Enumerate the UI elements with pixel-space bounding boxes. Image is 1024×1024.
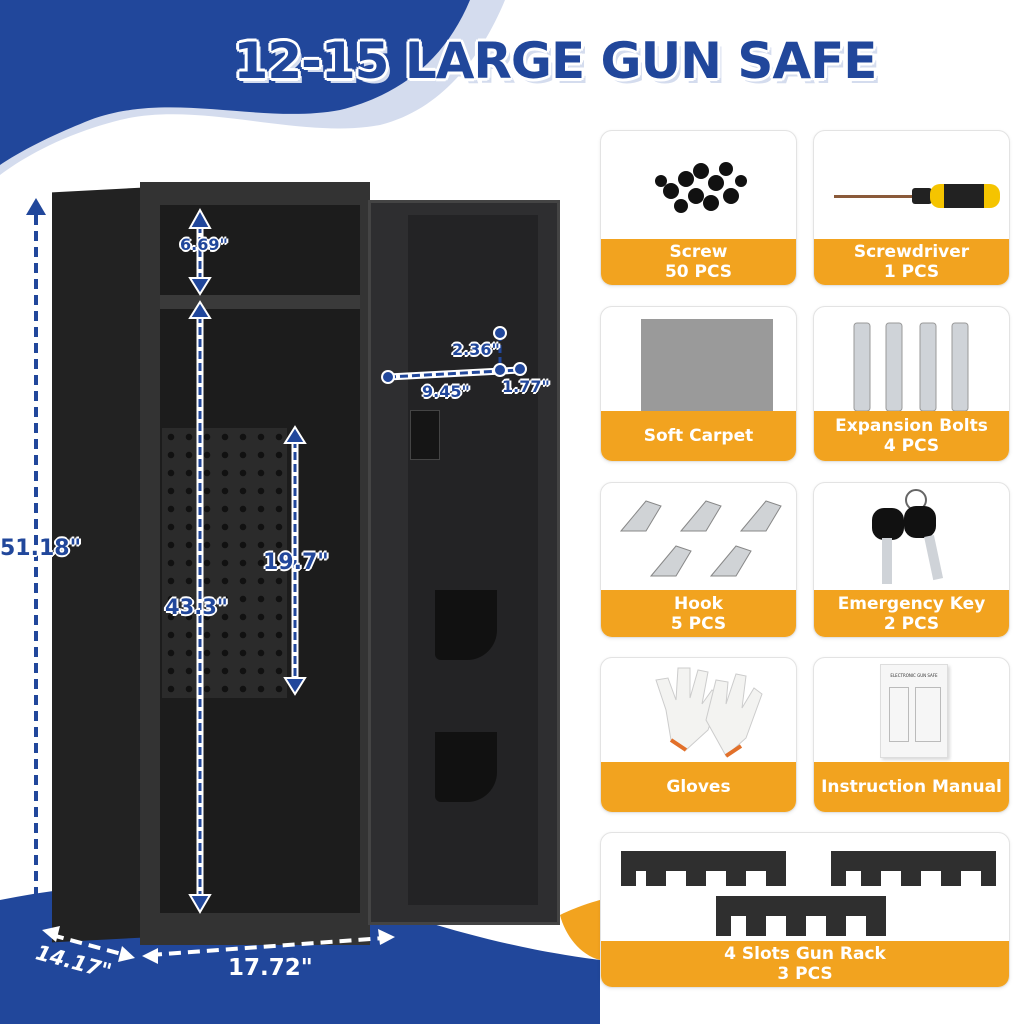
gloves-icon bbox=[655, 667, 763, 758]
accessory-card-gloves: Gloves bbox=[600, 657, 797, 813]
bolt-icon bbox=[853, 322, 969, 412]
dimension-pocket-height: 2.36" bbox=[452, 340, 500, 359]
gun-rack-icon bbox=[621, 851, 996, 936]
card-label: Hook bbox=[674, 593, 723, 614]
key-icon bbox=[872, 489, 944, 584]
card-quantity: 50 PCS bbox=[664, 262, 733, 282]
card-label: Expansion Bolts bbox=[835, 416, 988, 436]
card-label: 4 Slots Gun Rack bbox=[724, 944, 886, 964]
card-label: Emergency Key bbox=[837, 593, 986, 614]
hook-icon bbox=[619, 500, 782, 577]
door-pocket bbox=[435, 590, 497, 660]
dimension-height: 51.18" bbox=[0, 536, 82, 561]
dimension-top-shelf: 6.69" bbox=[180, 235, 228, 254]
card-label: Instruction Manual bbox=[821, 777, 1002, 797]
card-quantity: 3 PCS bbox=[777, 964, 833, 984]
pegboard bbox=[162, 428, 287, 698]
dimension-interior-height: 43.3" bbox=[165, 595, 228, 619]
carpet-icon bbox=[641, 319, 773, 411]
card-label: Gloves bbox=[666, 777, 731, 797]
shelf bbox=[160, 295, 360, 309]
manual-icon: ELECTRONIC GUN SAFE bbox=[880, 664, 948, 758]
dimension-width: 17.72" bbox=[228, 955, 313, 981]
dimension-pocket-depth: 1.77" bbox=[502, 377, 550, 396]
door-pocket bbox=[435, 732, 497, 802]
keypad bbox=[410, 410, 440, 460]
card-label: Soft Carpet bbox=[643, 426, 754, 446]
page-title: 12-15 LARGE GUN SAFE bbox=[233, 32, 878, 90]
card-label: Screw bbox=[669, 242, 728, 262]
manual-cover-text: ELECTRONIC GUN SAFE bbox=[890, 673, 938, 678]
screw-pile-icon bbox=[655, 162, 747, 213]
dimension-pocket-width: 9.45" bbox=[422, 382, 470, 401]
card-quantity: 2 PCS bbox=[883, 613, 940, 634]
card-quantity: 5 PCS bbox=[670, 613, 727, 634]
screwdriver-icon bbox=[834, 184, 1000, 208]
gun-safe-image bbox=[52, 182, 560, 945]
accessory-card-manual: ELECTRONIC GUN SAFE Instruction Manual bbox=[813, 657, 1010, 813]
dimension-panel-height: 19.7" bbox=[263, 550, 329, 575]
card-label: Screwdriver bbox=[853, 242, 970, 262]
card-quantity: 1 PCS bbox=[883, 262, 940, 282]
accessory-card-carpet: Soft Carpet bbox=[600, 306, 797, 462]
dimension-lines bbox=[26, 198, 527, 922]
card-quantity: 4 PCS bbox=[883, 436, 940, 456]
